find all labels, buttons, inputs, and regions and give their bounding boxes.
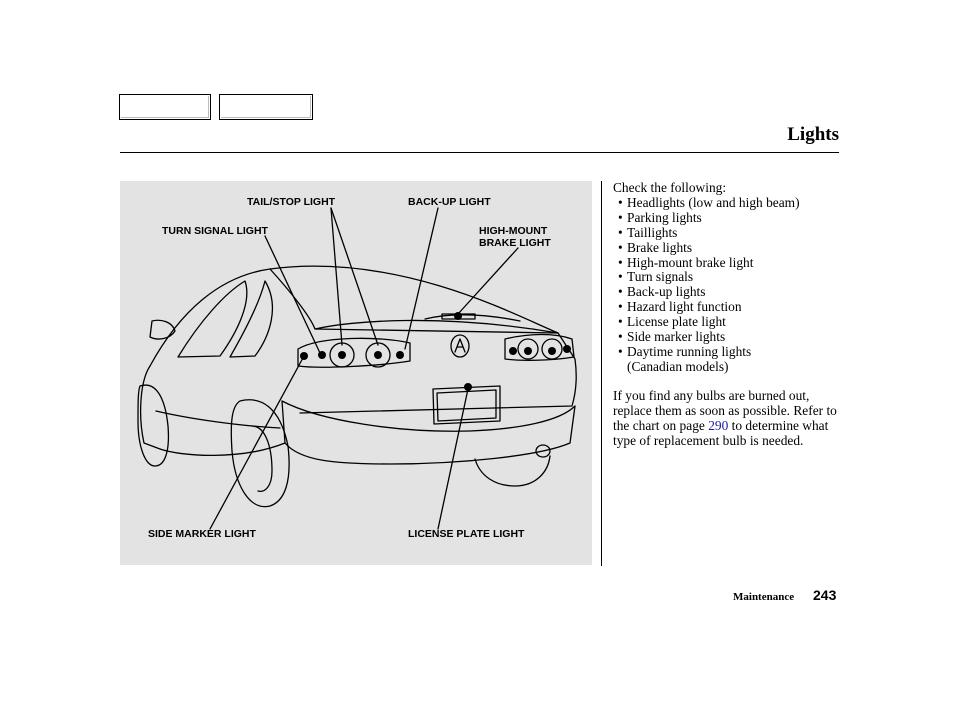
side-window xyxy=(177,280,248,358)
paragraph-text-2: to determine what type of replacement bu… xyxy=(613,417,829,448)
label-high-mount-line1: HIGH-MOUNT xyxy=(479,225,548,237)
list-item: Hazard light function xyxy=(613,299,841,315)
label-back-up-light: BACK-UP LIGHT xyxy=(408,196,491,208)
list-item: Daytime running lights xyxy=(613,344,841,360)
leader-tail-stop-2 xyxy=(330,207,379,346)
list-item: Turn signals xyxy=(613,270,841,286)
footer-section-name: Maintenance xyxy=(733,591,795,603)
roof-outline xyxy=(149,265,559,367)
nav-box-previous[interactable] xyxy=(119,94,211,120)
label-side-marker-light: SIDE MARKER LIGHT xyxy=(148,528,256,540)
intro-text: Check the following: xyxy=(613,180,727,195)
rear-wheel xyxy=(230,399,290,508)
emblem xyxy=(450,334,470,358)
mirror xyxy=(149,319,176,340)
column-divider xyxy=(601,181,602,566)
front-wheel xyxy=(137,384,170,467)
page-290-link[interactable]: 290 xyxy=(708,417,729,433)
bumper xyxy=(281,400,576,465)
right-rear-wheel xyxy=(474,455,551,487)
marker-tail-2 xyxy=(338,351,346,359)
label-license-plate-light: LICENSE PLATE LIGHT xyxy=(408,528,525,540)
marker-right-1 xyxy=(509,347,517,355)
title-rule xyxy=(120,152,839,153)
leader-back-up xyxy=(404,207,439,350)
marker-turn-signal xyxy=(300,352,308,360)
quarter-window xyxy=(229,280,273,358)
list-item: Headlights (low and high beam) xyxy=(613,195,841,211)
list-item: Brake lights xyxy=(613,240,841,256)
high-mount-strip xyxy=(441,313,476,320)
text-column: Check the following: Headlights (low and… xyxy=(613,180,841,449)
list-item: Taillights xyxy=(613,225,841,241)
leader-license-plate xyxy=(437,388,469,530)
label-tail-stop-light: TAIL/STOP LIGHT xyxy=(247,196,336,208)
label-turn-signal-light: TURN SIGNAL LIGHT xyxy=(162,225,268,237)
leader-side-marker xyxy=(209,355,305,530)
spoiler-line xyxy=(424,314,521,322)
car-lights-figure: TAIL/STOP LIGHT BACK-UP LIGHT TURN SIGNA… xyxy=(120,181,592,565)
license-plate xyxy=(432,385,501,425)
marker-tail-3 xyxy=(374,351,382,359)
checklist: Headlights (low and high beam) Parking l… xyxy=(613,195,841,360)
nav-box-next[interactable] xyxy=(219,94,313,120)
list-item: High-mount brake light xyxy=(613,255,841,271)
page-number: 243 xyxy=(813,587,837,603)
checklist-note: (Canadian models) xyxy=(627,358,729,374)
marker-tail-1 xyxy=(318,351,326,359)
replacement-paragraph: If you find any bulbs are burned out, re… xyxy=(613,387,841,449)
paragraph-text-1: If you find any bulbs are burned out, re… xyxy=(613,387,837,433)
marker-license xyxy=(464,383,472,391)
list-item: License plate light xyxy=(613,314,841,330)
marker-right-2 xyxy=(524,347,532,355)
label-high-mount-line2: BRAKE LIGHT xyxy=(479,237,551,249)
page-title: Lights xyxy=(787,124,839,145)
list-item: Back-up lights xyxy=(613,284,841,300)
marker-right-4 xyxy=(563,345,571,353)
marker-right-3 xyxy=(548,347,556,355)
leader-turn-signal xyxy=(264,235,321,354)
leader-tail-stop xyxy=(330,207,343,346)
list-item: Side marker lights xyxy=(613,329,841,345)
right-lamp-2 xyxy=(541,338,563,360)
leader-high-mount xyxy=(457,247,519,315)
trunk-outline xyxy=(299,319,577,414)
left-taillight-housing xyxy=(297,337,411,368)
exhaust-pipe xyxy=(535,444,551,458)
marker-back-up xyxy=(396,351,404,359)
marker-high-mount xyxy=(454,312,462,320)
list-item: Parking lights xyxy=(613,210,841,226)
body-side xyxy=(140,365,286,457)
car-rear-illustration xyxy=(137,207,577,530)
right-taillight-housing xyxy=(504,333,575,361)
right-lamp-1 xyxy=(517,338,539,360)
